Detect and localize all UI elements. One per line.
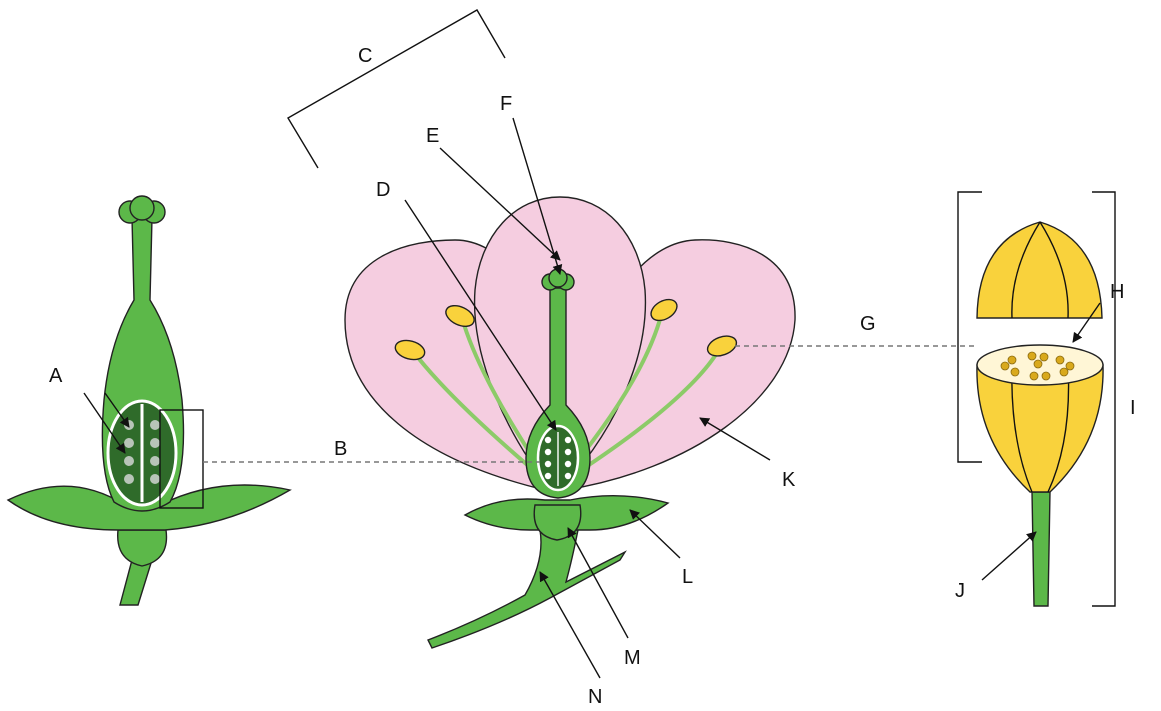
label-g: G xyxy=(860,313,876,335)
label-b: B xyxy=(334,438,347,460)
label-i: I xyxy=(1130,397,1136,419)
label-h: H xyxy=(1110,281,1124,303)
label-f: F xyxy=(500,93,512,115)
label-l: L xyxy=(682,566,693,588)
left-receptacle xyxy=(118,530,167,566)
label-e: E xyxy=(426,125,439,147)
flower-stem xyxy=(428,530,625,648)
bracket-c xyxy=(288,10,505,168)
anther-filament xyxy=(1032,492,1050,606)
anther-bracket xyxy=(958,192,982,462)
left-stem xyxy=(120,560,152,605)
label-m: M xyxy=(624,647,641,669)
label-j: J xyxy=(955,580,965,602)
isolated-pistil xyxy=(8,196,290,605)
label-a: A xyxy=(49,365,63,387)
anther-top-half xyxy=(977,222,1102,318)
anther-detail xyxy=(958,192,1115,606)
label-n: N xyxy=(588,686,602,708)
label-d: D xyxy=(376,179,390,201)
label-k: K xyxy=(782,469,796,491)
flower xyxy=(345,197,795,648)
label-c: C xyxy=(358,45,372,67)
left-stigma xyxy=(119,196,165,223)
